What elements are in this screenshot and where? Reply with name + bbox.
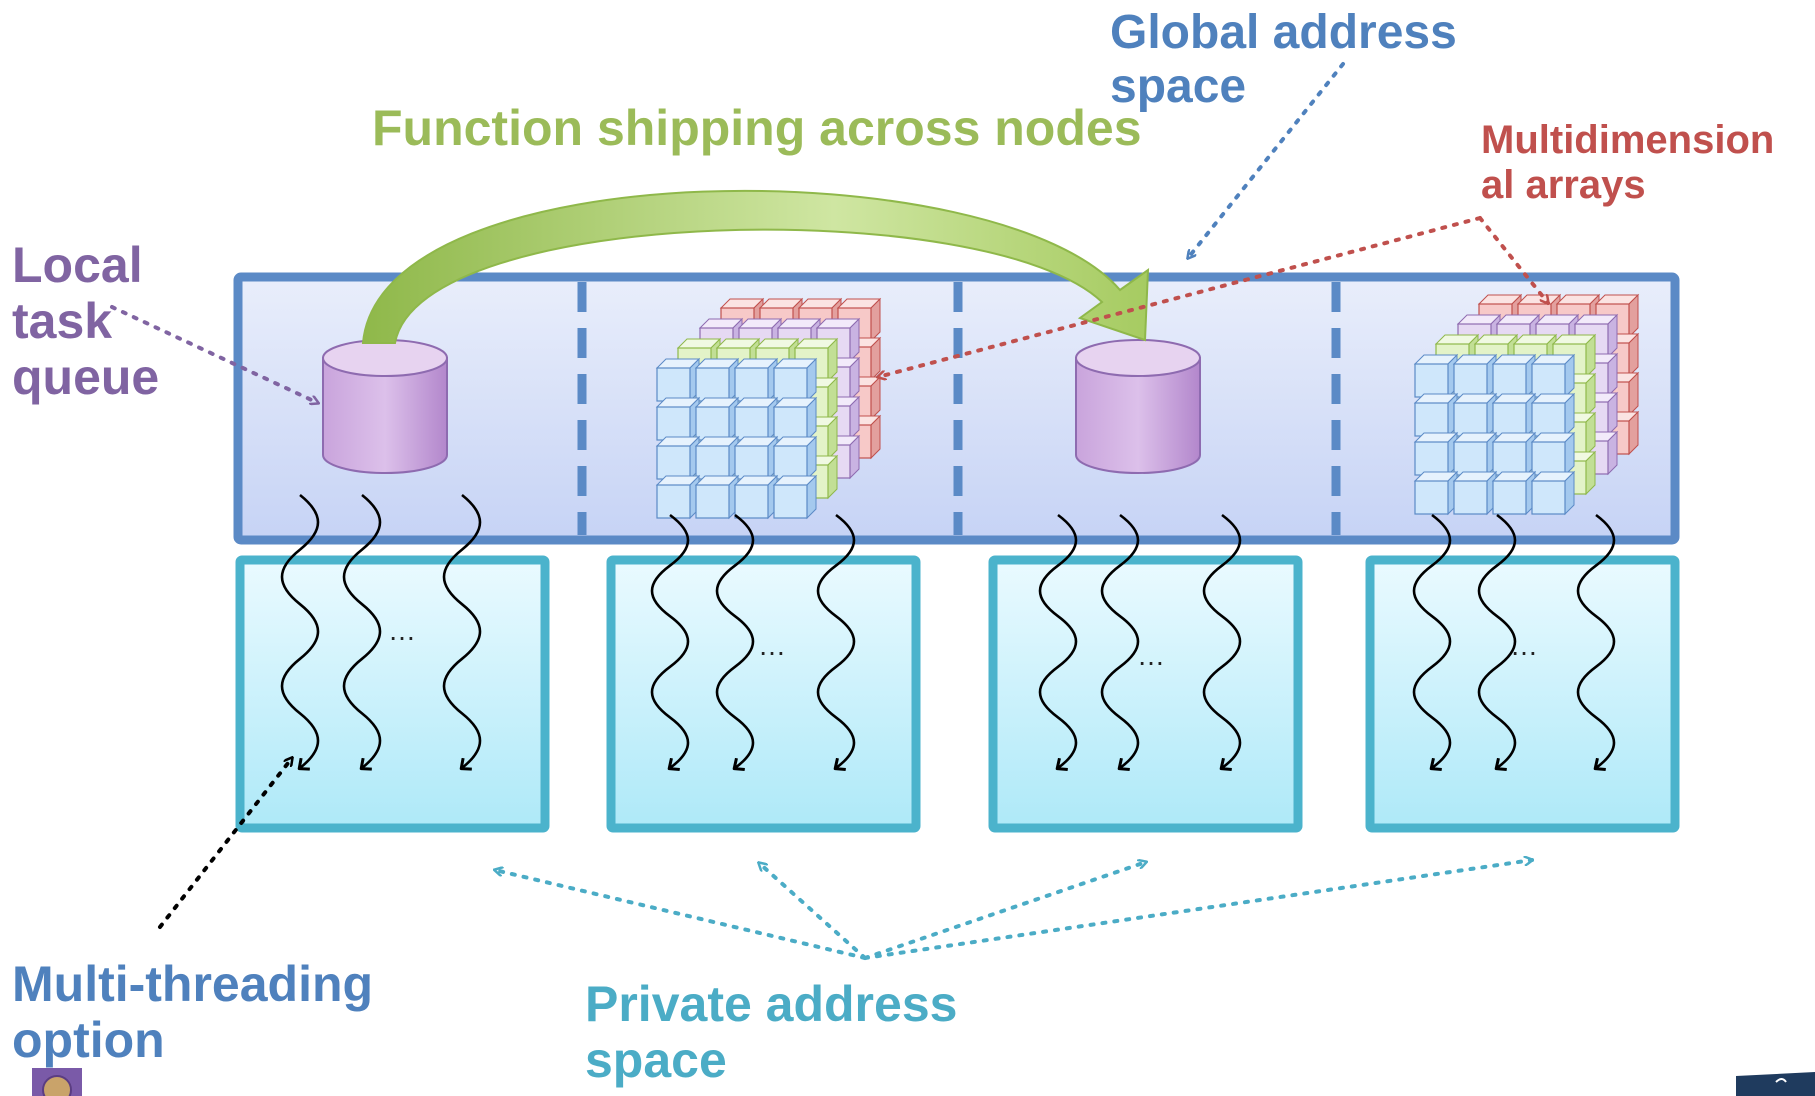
private-box-3 [988, 555, 1303, 833]
array-cell [1452, 470, 1498, 516]
array-cell [694, 435, 740, 481]
array-cell [733, 474, 779, 520]
array-cell [1491, 470, 1537, 516]
thread-ellipsis: … [1510, 630, 1544, 661]
array-cell [655, 474, 701, 520]
array-cell [1491, 431, 1537, 477]
callout-arrows [110, 62, 1548, 960]
array-cell [655, 396, 701, 442]
array-cell [1413, 392, 1459, 438]
thread-arrow [1038, 513, 1078, 768]
local-task-queue-label: Local task queue [12, 237, 160, 405]
array-cell [1452, 431, 1498, 477]
thread-arrow [715, 513, 755, 768]
array-cell [655, 435, 701, 481]
function-shipping-label: Function shipping across nodes [372, 100, 1142, 156]
private-callout-4 [863, 860, 1532, 960]
global-address-label: Global address space [1110, 6, 1457, 113]
array-cell [772, 357, 818, 403]
array-cell [694, 474, 740, 520]
private-address-boxes [235, 555, 1680, 833]
multithreading-callout [158, 758, 292, 929]
private-callout-1 [495, 870, 867, 960]
corner-logo-icon [1736, 1072, 1815, 1096]
private-box-1 [235, 555, 550, 833]
thread-ellipsis: … [388, 615, 422, 646]
thread-ellipsis: … [1137, 640, 1171, 671]
cylinder-icon [322, 339, 448, 474]
local-task-callout [110, 305, 318, 403]
array-cell [733, 435, 779, 481]
thread-arrow [442, 493, 482, 768]
cube-array-icon [1413, 293, 1640, 516]
array-cell [1530, 470, 1576, 516]
multithreading-label: Multi-threading option [12, 956, 374, 1068]
array-cell [772, 435, 818, 481]
array-cell [733, 357, 779, 403]
thread-arrow [1576, 513, 1616, 768]
private-address-label: Private address space [585, 976, 958, 1088]
thread-group [280, 493, 1616, 768]
cylinder-icon [1075, 339, 1201, 474]
array-cell [1452, 353, 1498, 399]
array-cell [1530, 353, 1576, 399]
thread-arrow [1100, 513, 1140, 768]
private-box-2 [606, 555, 921, 833]
array-cell [733, 396, 779, 442]
function-shipping-arrow [361, 189, 1150, 344]
private-callout-3 [863, 862, 1146, 960]
thread-arrow [1202, 513, 1242, 768]
array-cell [694, 396, 740, 442]
thread-arrow [816, 513, 856, 768]
array-cell [655, 357, 701, 403]
array-cell [1491, 392, 1537, 438]
global-address-band [233, 272, 1680, 545]
logo-icon [32, 1068, 82, 1096]
array-cell [1413, 470, 1459, 516]
thread-arrow [280, 493, 320, 768]
array-cell [1530, 392, 1576, 438]
global-callout [1188, 62, 1345, 258]
array-cell [1491, 353, 1537, 399]
thread-ellipsis: … [758, 630, 792, 661]
array-cell [1530, 431, 1576, 477]
thread-arrow [1477, 513, 1517, 768]
cube-array-icon [655, 297, 882, 520]
multidim-callout-1 [878, 216, 1482, 377]
array-cell [772, 474, 818, 520]
array-cell [1413, 353, 1459, 399]
array-cell [772, 396, 818, 442]
thread-arrow [1412, 513, 1452, 768]
private-callout-2 [759, 863, 867, 960]
thread-arrow [342, 493, 382, 768]
array-cell [694, 357, 740, 403]
thread-arrow [650, 513, 690, 768]
array-cell [1452, 392, 1498, 438]
multidim-arrays-label: Multidimension al arrays [1481, 118, 1775, 207]
array-cell [1413, 431, 1459, 477]
